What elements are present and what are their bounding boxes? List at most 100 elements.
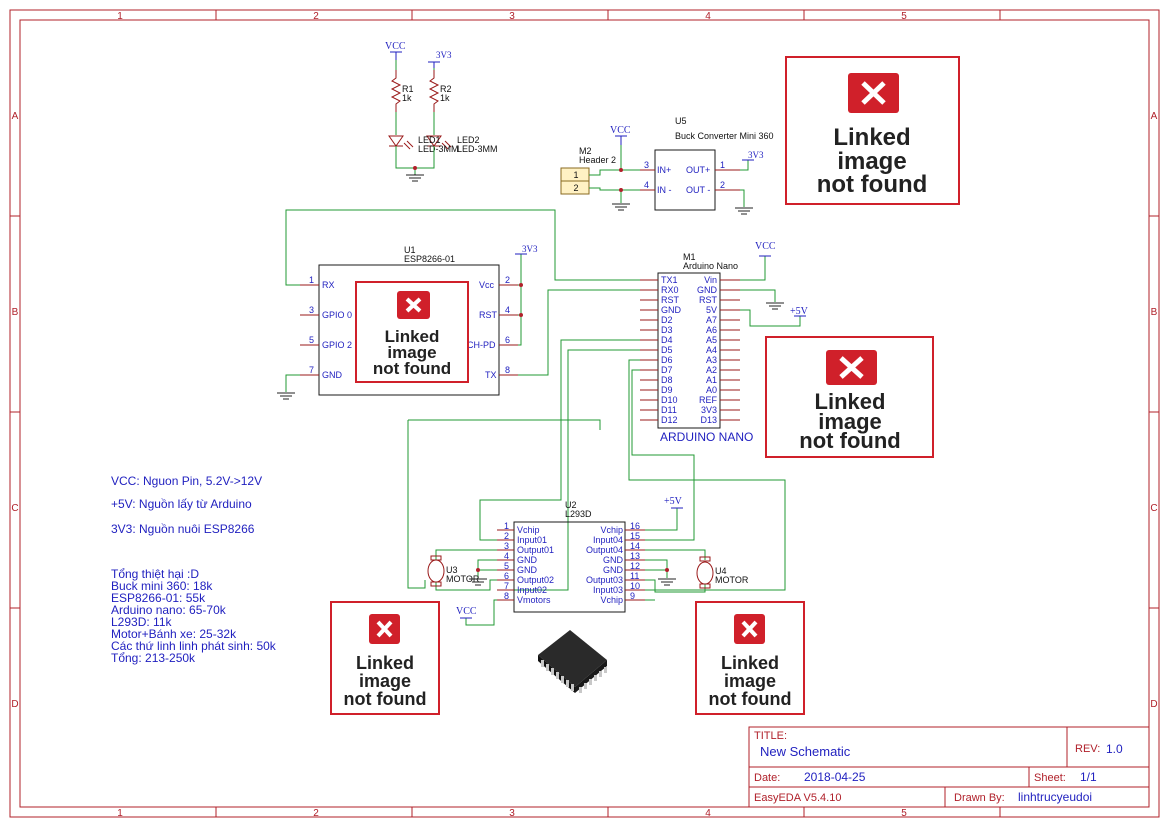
driver-left-pin-label: Vchip xyxy=(517,525,540,535)
header-value: Header 2 xyxy=(579,155,616,165)
frame-col-3-bottom: 3 xyxy=(509,808,515,819)
driver-left-pin-label: Input02 xyxy=(517,585,547,595)
missing-image-bottom-left: Linked image not found xyxy=(330,601,440,715)
power-input-block: 1 2 M2 Header 2 VCC U5 Buck Converter Mi… xyxy=(560,116,774,215)
driver-left-pin-num: 7 xyxy=(504,581,509,591)
driver-right-pin-num: 11 xyxy=(630,571,639,581)
nano-name: Arduino Nano xyxy=(683,261,738,271)
nano-right-pin-label: RST xyxy=(699,295,718,305)
svg-text:image: image xyxy=(724,671,776,691)
svg-text:OUT -: OUT - xyxy=(686,185,710,195)
driver-left-pin-num: 6 xyxy=(504,571,509,581)
svg-text:Vcc: Vcc xyxy=(479,280,495,290)
svg-text:IN -: IN - xyxy=(657,185,672,195)
nano-footer: ARDUINO NANO xyxy=(660,430,753,444)
date-value: 2018-04-25 xyxy=(804,770,866,784)
frame-row-a-left: A xyxy=(12,111,19,122)
ground-symbol-buck-in xyxy=(612,203,630,211)
svg-text:2: 2 xyxy=(720,180,725,190)
v33-symbol-buck-out: 3V3 xyxy=(742,150,764,161)
frame-col-2-bottom: 2 xyxy=(313,808,319,819)
svg-text:CH-PD: CH-PD xyxy=(467,340,496,350)
missing-image-bottom-right: Linked image not found xyxy=(695,601,805,715)
l293d-body xyxy=(513,521,626,613)
svg-text:3: 3 xyxy=(309,305,314,315)
frame-row-d-right: D xyxy=(1150,699,1157,710)
driver-left-pin-num: 1 xyxy=(504,521,509,531)
title-label: TITLE: xyxy=(754,730,787,742)
sheet-frame: 1 2 3 4 5 1 2 3 4 5 A B C D A B C D xyxy=(9,9,1160,819)
motor-u4: U4 MOTOR xyxy=(645,549,749,593)
frame-col-4-bottom: 4 xyxy=(705,808,711,819)
nano-right-pin-label: Vin xyxy=(704,275,717,285)
svg-text:+5V: +5V xyxy=(790,306,809,317)
cost-line: Motor+Bánh xe: 25-32k xyxy=(111,627,237,641)
svg-text:3: 3 xyxy=(644,160,649,170)
motor-u3-value: MOTOR xyxy=(446,574,480,584)
esp8266-body xyxy=(318,264,500,396)
sheet-label: Sheet: xyxy=(1034,772,1066,784)
driver-left-pin-label: Output02 xyxy=(517,575,554,585)
svg-text:4: 4 xyxy=(644,180,649,190)
led2-value: LED-3MM xyxy=(457,144,498,154)
esp8266-module: U1 ESP8266-01 1 3 5 7 RX GPIO 0 GPIO 2 G… xyxy=(277,209,640,400)
driver-left-pin-num: 2 xyxy=(504,531,509,541)
motor-u4-ref: U4 xyxy=(715,566,727,576)
svg-text:3V3: 3V3 xyxy=(436,50,452,60)
r1-ref: R1 xyxy=(402,84,414,94)
svg-text:VCC: VCC xyxy=(610,125,631,136)
svg-text:2: 2 xyxy=(505,275,510,285)
date-label: Date: xyxy=(754,772,780,784)
led-indicator-block: VCC 3V3 R1 1k R2 1k LED1 LED-3MM LED2 LE… xyxy=(385,41,498,182)
esp-name: ESP8266-01 xyxy=(404,254,455,264)
svg-text:GND: GND xyxy=(322,370,343,380)
header-ref: M2 xyxy=(579,146,592,156)
svg-text:GPIO 0: GPIO 0 xyxy=(322,310,352,320)
driver-right-pin-num: 9 xyxy=(630,591,635,601)
r2-value: 1k xyxy=(440,93,450,103)
nano-right-pin-label: 5V xyxy=(706,305,717,315)
driver-right-pin-label: Output04 xyxy=(586,545,623,555)
svg-text:image: image xyxy=(837,148,906,175)
nano-right-pin-label: GND xyxy=(697,285,718,295)
nano-right-pin-label: D13 xyxy=(700,415,717,425)
driver-right-pin-num: 12 xyxy=(630,561,640,571)
led1-symbol xyxy=(388,135,404,147)
nano-left-pin-label: TX1 xyxy=(661,275,678,285)
drawn-by-value: linhtrucyeudoi xyxy=(1018,790,1092,804)
svg-text:not found: not found xyxy=(373,359,451,378)
svg-text:1: 1 xyxy=(309,275,314,285)
nano-right-pin-label: A0 xyxy=(706,385,717,395)
nano-right-pin-label: A2 xyxy=(706,365,717,375)
svg-text:Linked: Linked xyxy=(815,389,886,414)
driver-right-pin-num: 14 xyxy=(630,541,640,551)
drawn-by-label: Drawn By: xyxy=(954,792,1005,804)
buck-ref: U5 xyxy=(675,116,687,126)
svg-text:5: 5 xyxy=(309,335,314,345)
vcc-symbol-driver: VCC xyxy=(456,606,477,619)
nano-right-pin-label: A7 xyxy=(706,315,717,325)
r2-ref: R2 xyxy=(440,84,452,94)
nano-right-pin-label: A5 xyxy=(706,335,717,345)
nano-left-pin-label: D11 xyxy=(661,405,677,415)
led1-ref: LED1 xyxy=(418,135,441,145)
driver-right-pin-label: Input03 xyxy=(593,585,623,595)
svg-text:image: image xyxy=(359,671,411,691)
frame-col-4-top: 4 xyxy=(705,11,711,22)
driver-right-pin-label: GND xyxy=(603,565,624,575)
ground-symbol-driver-left xyxy=(469,578,487,586)
driver-name: L293D xyxy=(565,509,592,519)
vcc-symbol-buck: VCC xyxy=(610,125,631,145)
driver-right-pin-label: Input04 xyxy=(593,535,623,545)
frame-row-b-left: B xyxy=(12,307,19,318)
frame-col-5-bottom: 5 xyxy=(901,808,907,819)
missing-image-nano: Linked image not found xyxy=(765,336,934,458)
nano-left-pin-label: RST xyxy=(661,295,680,305)
nano-right-pin-label: A1 xyxy=(706,375,717,385)
nano-left-pin-label: D2 xyxy=(661,315,673,325)
svg-text:Linked: Linked xyxy=(833,124,910,151)
svg-text:Linked: Linked xyxy=(356,653,414,673)
resistor-r1-symbol xyxy=(390,70,402,112)
